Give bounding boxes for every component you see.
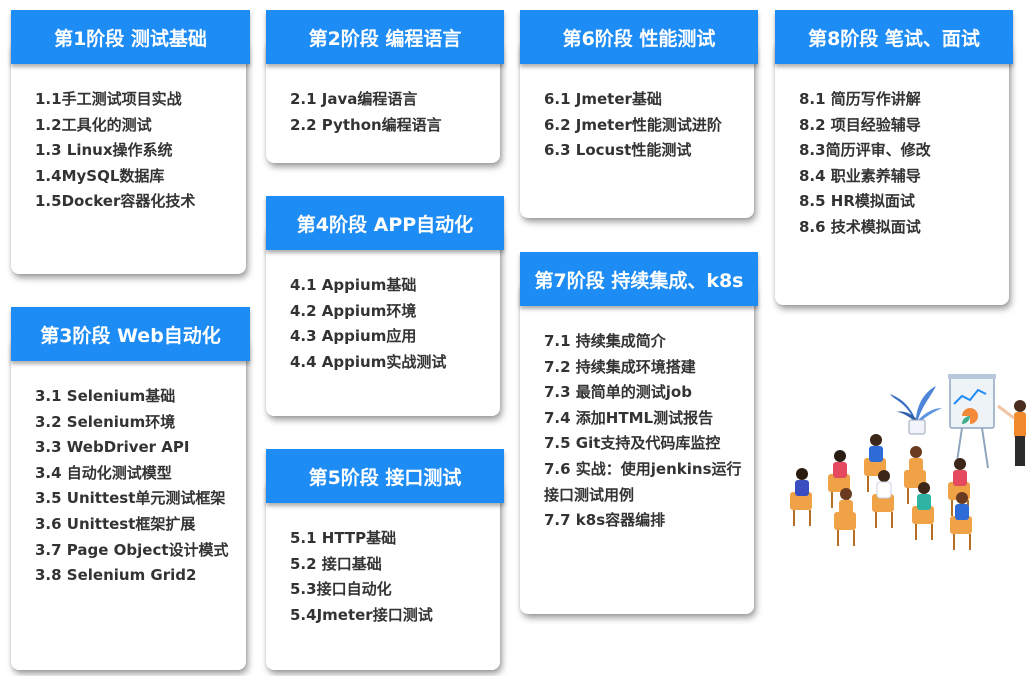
classroom-illustration	[790, 374, 1026, 550]
stage-card-7: 第7阶段 持续集成、k8s 7.1 持续集成简介 7.2 持续集成环境搭建 7.…	[520, 252, 758, 614]
stage-item: 3.4 自动化测试模型	[35, 463, 172, 482]
stage-item: 2.1 Java编程语言	[290, 90, 418, 108]
stage-item: 8.4 职业素养辅导	[799, 166, 921, 185]
stage-item: 6.2 Jmeter性能测试进阶	[544, 115, 722, 134]
stage-item: 7.3 最简单的测试job	[544, 383, 692, 402]
stage-items-5: 5.1 HTTP基础 5.2 接口基础 5.3接口自动化 5.4Jmeter接口…	[290, 526, 433, 628]
stage-items-1: 1.1手工测试项目实战 1.2工具化的测试 1.3 Linux操作系统 1.4M…	[35, 87, 195, 215]
stage-item: 4.1 Appium基础	[290, 276, 417, 294]
stage-item: 3.1 Selenium基础	[35, 387, 176, 405]
stage-card-2: 第2阶段 编程语言 2.1 Java编程语言 2.2 Python编程语言	[266, 10, 504, 163]
stage-item: 8.1 简历写作讲解	[799, 90, 921, 108]
stage-item: 8.5 HR模拟面试	[799, 192, 915, 211]
presentation-board-icon	[948, 374, 996, 469]
classroom-presentation-icon	[776, 372, 1034, 562]
stage-card-6: 第6阶段 性能测试 6.1 Jmeter基础 6.2 Jmeter性能测试进阶 …	[520, 10, 758, 218]
stage-title-7: 第7阶段 持续集成、k8s	[520, 252, 758, 306]
stage-card-8: 第8阶段 笔试、面试 8.1 简历写作讲解 8.2 项目经验辅导 8.3简历评审…	[775, 10, 1013, 305]
stage-item: 4.2 Appium环境	[290, 301, 417, 320]
stage-title-2: 第2阶段 编程语言	[266, 10, 504, 64]
stage-item: 7.2 持续集成环境搭建	[544, 357, 696, 376]
stage-item: 3.6 Unittest框架扩展	[35, 514, 196, 533]
stage-item: 3.3 WebDriver API	[35, 438, 190, 457]
audience-icon	[790, 434, 972, 550]
stage-item: 1.2工具化的测试	[35, 115, 152, 134]
stage-title-8: 第8阶段 笔试、面试	[775, 10, 1013, 64]
stage-items-3: 3.1 Selenium基础 3.2 Selenium环境 3.3 WebDri…	[35, 384, 229, 589]
stage-item: 5.2 接口基础	[290, 554, 382, 573]
stage-item: 1.3 Linux操作系统	[35, 141, 173, 160]
stage-item: 5.3接口自动化	[290, 580, 392, 599]
stage-item: 1.4MySQL数据库	[35, 166, 165, 185]
stage-card-1: 第1阶段 测试基础 1.1手工测试项目实战 1.2工具化的测试 1.3 Linu…	[11, 10, 250, 274]
stage-items-2: 2.1 Java编程语言 2.2 Python编程语言	[290, 87, 442, 138]
stage-item: 8.2 项目经验辅导	[799, 115, 921, 134]
stage-item: 1.5Docker容器化技术	[35, 192, 196, 211]
stage-item: 7.6 实战：使用jenkins运行接口测试用例	[544, 459, 742, 504]
plant-icon	[890, 386, 942, 435]
stage-title-1: 第1阶段 测试基础	[11, 10, 250, 64]
stage-item: 3.8 Selenium Grid2	[35, 566, 197, 585]
stage-title-5: 第5阶段 接口测试	[266, 449, 504, 503]
stage-item: 5.4Jmeter接口测试	[290, 605, 433, 624]
stage-item: 7.7 k8s容器编排	[544, 511, 666, 530]
stage-item: 8.6 技术模拟面试	[799, 217, 921, 236]
stage-title-3: 第3阶段 Web自动化	[11, 307, 250, 361]
stage-title-6: 第6阶段 性能测试	[520, 10, 758, 64]
stage-item: 4.4 Appium实战测试	[290, 352, 447, 371]
stage-card-4: 第4阶段 APP自动化 4.1 Appium基础 4.2 Appium环境 4.…	[266, 196, 504, 416]
presenter-icon	[997, 400, 1026, 466]
stage-item: 6.3 Locust性能测试	[544, 141, 692, 160]
stage-item: 5.1 HTTP基础	[290, 529, 397, 547]
stage-item: 7.5 Git支持及代码库监控	[544, 434, 721, 453]
stage-items-7: 7.1 持续集成简介 7.2 持续集成环境搭建 7.3 最简单的测试job 7.…	[544, 329, 754, 534]
stage-item: 4.3 Appium应用	[290, 327, 417, 346]
stage-items-6: 6.1 Jmeter基础 6.2 Jmeter性能测试进阶 6.3 Locust…	[544, 87, 722, 164]
stage-card-3: 第3阶段 Web自动化 3.1 Selenium基础 3.2 Selenium环…	[11, 307, 250, 670]
stage-item: 1.1手工测试项目实战	[35, 90, 182, 108]
stage-title-4: 第4阶段 APP自动化	[266, 196, 504, 250]
stage-items-8: 8.1 简历写作讲解 8.2 项目经验辅导 8.3简历评审、修改 8.4 职业素…	[799, 87, 931, 241]
stage-item: 3.2 Selenium环境	[35, 412, 176, 431]
stage-item: 3.7 Page Object设计模式	[35, 540, 229, 559]
stage-item: 2.2 Python编程语言	[290, 115, 442, 134]
stage-item: 6.1 Jmeter基础	[544, 90, 662, 108]
stage-item: 3.5 Unittest单元测试框架	[35, 489, 226, 508]
stage-items-4: 4.1 Appium基础 4.2 Appium环境 4.3 Appium应用 4…	[290, 273, 446, 375]
stage-item: 7.1 持续集成简介	[544, 332, 666, 350]
stage-card-5: 第5阶段 接口测试 5.1 HTTP基础 5.2 接口基础 5.3接口自动化 5…	[266, 449, 504, 670]
stage-item: 7.4 添加HTML测试报告	[544, 408, 714, 427]
stage-item: 8.3简历评审、修改	[799, 141, 931, 160]
